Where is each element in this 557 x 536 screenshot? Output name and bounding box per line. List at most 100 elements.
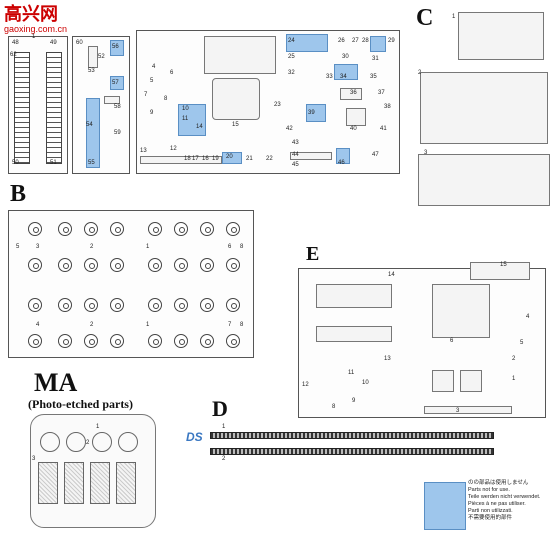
pe-grille-2 bbox=[64, 462, 84, 504]
pe-ring-2 bbox=[66, 432, 86, 452]
legend-line-en: Parts not for use. bbox=[468, 487, 510, 493]
center-part-num-23: 23 bbox=[274, 102, 281, 108]
highlight-part-29 bbox=[370, 36, 386, 52]
road-wheel bbox=[174, 334, 188, 348]
part-e2b bbox=[460, 370, 482, 392]
legend-line-ja: のの部品は使用しません bbox=[468, 480, 529, 486]
part-num-53: 53 bbox=[88, 68, 95, 74]
ma-part-num-1: 1 bbox=[96, 424, 100, 430]
e-part-num-10: 10 bbox=[362, 380, 369, 386]
e-part-num-6: 6 bbox=[450, 338, 454, 344]
center-part-num-16: 16 bbox=[202, 156, 209, 162]
watermark-logo-text: 高兴网 bbox=[4, 4, 58, 25]
road-wheel bbox=[226, 258, 240, 272]
sprue-label-d: D bbox=[212, 396, 228, 421]
center-part-num-9: 9 bbox=[150, 110, 154, 116]
center-part-num-5: 5 bbox=[150, 78, 154, 84]
sprue-label-b: B bbox=[10, 181, 27, 207]
highlight-part-39 bbox=[306, 104, 326, 122]
part-58 bbox=[104, 96, 120, 104]
e-part-num-3: 3 bbox=[456, 408, 460, 414]
part-40 bbox=[346, 108, 366, 126]
road-wheel bbox=[58, 298, 72, 312]
center-part-num-38: 38 bbox=[384, 104, 391, 110]
b-part-num-8b: 8 bbox=[240, 322, 244, 328]
center-part-num-24: 24 bbox=[288, 38, 295, 44]
road-wheel bbox=[28, 222, 42, 236]
ladder-part-62 bbox=[14, 52, 30, 164]
c-part-num-3: 3 bbox=[424, 150, 428, 156]
road-wheel bbox=[226, 298, 240, 312]
road-wheel bbox=[200, 334, 214, 348]
center-part-num-19: 19 bbox=[212, 156, 219, 162]
part-num-59: 59 bbox=[114, 130, 121, 136]
center-part-num-27: 27 bbox=[352, 38, 359, 44]
e-part-num-9: 9 bbox=[352, 398, 356, 404]
center-part-num-11: 11 bbox=[182, 116, 189, 122]
part-e3 bbox=[424, 406, 512, 414]
center-part-num-35: 35 bbox=[370, 74, 377, 80]
part-num-49: 49 bbox=[50, 40, 57, 46]
road-wheel bbox=[58, 334, 72, 348]
e-part-num-5: 5 bbox=[520, 340, 524, 346]
center-part-num-47: 47 bbox=[372, 152, 379, 158]
center-part-num-25: 25 bbox=[288, 54, 295, 60]
road-wheel bbox=[148, 334, 162, 348]
center-part-num-14: 14 bbox=[196, 124, 203, 130]
center-part-num-37: 37 bbox=[378, 90, 385, 96]
center-part-num-17: 17 bbox=[192, 156, 199, 162]
center-part-num-43: 43 bbox=[292, 140, 299, 146]
part-num-55: 55 bbox=[88, 160, 95, 166]
part-c2-hull bbox=[420, 72, 548, 144]
highlight-part-56 bbox=[110, 40, 124, 56]
part-num-50: 50 bbox=[12, 160, 19, 166]
ma-subtitle: (Photo-etched parts) bbox=[28, 397, 133, 411]
d-part-num-1: 1 bbox=[222, 424, 226, 430]
ds-logo: DS bbox=[186, 430, 203, 444]
part-c3-lower-hull bbox=[418, 154, 550, 206]
center-part-num-28: 28 bbox=[362, 38, 369, 44]
road-wheel bbox=[84, 298, 98, 312]
part-52 bbox=[88, 46, 98, 68]
part-e2 bbox=[432, 370, 454, 392]
center-part-num-8: 8 bbox=[164, 96, 168, 102]
center-part-num-29: 29 bbox=[388, 38, 395, 44]
part-turret-ring bbox=[212, 78, 260, 120]
track-2 bbox=[210, 448, 494, 455]
b-part-num-2: 2 bbox=[90, 244, 94, 250]
b-part-num-7: 7 bbox=[228, 322, 232, 328]
road-wheel bbox=[110, 222, 124, 236]
center-part-num-46: 46 bbox=[338, 160, 345, 166]
e-part-num-2: 2 bbox=[512, 356, 516, 362]
road-wheel bbox=[200, 298, 214, 312]
legend-line-de: Teile werden nicht verwendet. bbox=[468, 494, 541, 500]
center-part-num-45: 45 bbox=[292, 162, 299, 168]
center-part-num-42: 42 bbox=[286, 126, 293, 132]
part-36 bbox=[340, 88, 362, 100]
highlight-part-57 bbox=[110, 76, 124, 90]
center-part-num-36: 36 bbox=[350, 90, 357, 96]
road-wheel bbox=[200, 222, 214, 236]
sprue-b bbox=[8, 210, 254, 358]
e-part-num-15: 15 bbox=[500, 262, 507, 268]
part-num-52: 52 bbox=[98, 54, 105, 60]
part-num-57: 57 bbox=[112, 80, 119, 86]
pe-grille-1 bbox=[38, 462, 58, 504]
b-part-num-1: 1 bbox=[146, 244, 150, 250]
road-wheel bbox=[28, 258, 42, 272]
center-part-num-18: 18 bbox=[184, 156, 191, 162]
center-part-num-30: 30 bbox=[342, 54, 349, 60]
center-part-num-32: 32 bbox=[288, 70, 295, 76]
center-part-num-7: 7 bbox=[144, 92, 148, 98]
road-wheel bbox=[174, 298, 188, 312]
road-wheel bbox=[110, 258, 124, 272]
sprue-label-ma: MA bbox=[34, 368, 78, 397]
part-num-56: 56 bbox=[112, 44, 119, 50]
e-part-num-13: 13 bbox=[384, 356, 391, 362]
pe-grille-3 bbox=[90, 462, 110, 504]
sprue-label-c: C bbox=[416, 5, 434, 31]
e-part-num-8: 8 bbox=[332, 404, 336, 410]
highlight-part-46 bbox=[336, 148, 350, 164]
center-part-num-31: 31 bbox=[372, 56, 379, 62]
